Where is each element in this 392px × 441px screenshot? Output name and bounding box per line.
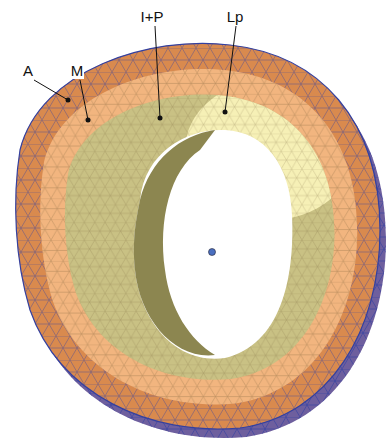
layer-m bbox=[40, 69, 357, 405]
leader-dots bbox=[66, 98, 228, 123]
layer-a bbox=[16, 43, 380, 429]
leader-lines bbox=[34, 26, 236, 120]
part-label: M bbox=[70, 62, 85, 79]
center-dot bbox=[209, 249, 216, 256]
part-label: A bbox=[22, 62, 34, 79]
outer-outline bbox=[16, 43, 380, 429]
layer-ip bbox=[65, 94, 335, 379]
part-label: I+P bbox=[140, 8, 165, 25]
inner-wall-face bbox=[134, 130, 215, 355]
part-label: Lp bbox=[226, 8, 245, 25]
cavity bbox=[134, 130, 292, 359]
